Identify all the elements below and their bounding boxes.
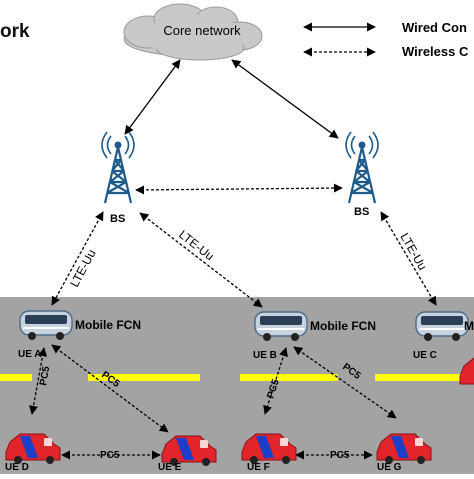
lte-uu-link-middle — [139, 212, 263, 308]
legend: Wired Con Wireless C — [303, 20, 469, 59]
car-icon-ue-d — [5, 433, 61, 464]
title-fragment: ork — [0, 21, 30, 42]
car-icon-partial — [459, 357, 474, 385]
pc5-label-f-g: PC5 — [330, 450, 350, 461]
pc5-link-a-e — [51, 344, 169, 433]
bus-icon-left — [19, 310, 73, 340]
legend-wireless-label: Wireless C — [402, 44, 469, 59]
pc5-link-b-g — [293, 346, 397, 419]
base-station-right-label: BS — [354, 206, 369, 218]
bus-icon-middle — [254, 311, 308, 341]
lte-uu-link-left — [51, 211, 104, 306]
ue-f-label: UE F — [247, 462, 270, 473]
wired-link-core-bs-left — [124, 59, 181, 135]
wired-link-core-bs-right — [231, 59, 339, 139]
lte-uu-link-right — [380, 211, 437, 306]
core-network-label: Core network — [163, 23, 241, 38]
lte-uu-label-left: LTE-Uu — [67, 247, 98, 289]
bus-icon-right — [415, 311, 469, 341]
bus-label-right: M — [464, 319, 474, 333]
pc5-label-d-e: PC5 — [100, 450, 120, 461]
base-station-right-icon — [345, 131, 379, 204]
ue-g-label: UE G — [377, 462, 402, 473]
ue-d-label: UE D — [5, 462, 29, 473]
pc5-label-a-d: PC5 — [38, 365, 52, 386]
ue-b-label: UE B — [253, 350, 277, 361]
base-station-left-icon — [101, 131, 135, 204]
car-icon-ue-g — [376, 433, 432, 464]
car-icon-ue-f — [241, 433, 297, 464]
ue-a-label: UE A — [18, 349, 42, 360]
bus-label-middle: Mobile FCN — [310, 319, 376, 333]
base-station-left-label: BS — [110, 213, 125, 225]
lte-uu-label-middle: LTE-Uu — [176, 227, 216, 263]
bus-label-left: Mobile FCN — [75, 318, 141, 332]
car-icon-ue-e — [161, 435, 217, 466]
core-network-cloud — [123, 3, 263, 61]
pc5-link-b-f — [263, 347, 288, 415]
wireless-link-bs-bs — [135, 183, 343, 195]
pc5-link-a-d — [28, 347, 48, 415]
legend-wired-label: Wired Con — [402, 20, 467, 35]
lte-uu-label-right: LTE-Uu — [397, 231, 429, 273]
ue-e-label: UE E — [158, 462, 182, 473]
ue-c-label: UE C — [413, 350, 437, 361]
